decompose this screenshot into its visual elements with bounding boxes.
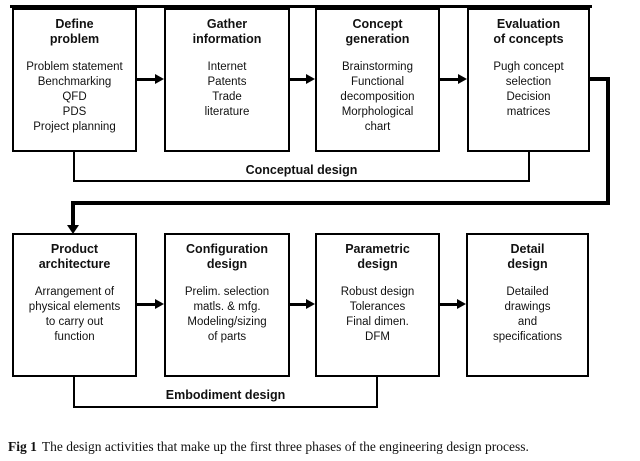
box-title: Configuration design	[186, 242, 268, 271]
arrow-shaft	[440, 78, 459, 81]
bracket-left-line	[73, 152, 75, 182]
flow-box-concept-generation: Concept generation Brainstorming Functio…	[315, 8, 440, 152]
box-title: Concept generation	[345, 17, 410, 46]
arrow-head	[67, 225, 79, 234]
top-border-line	[10, 5, 592, 8]
bracket-left-line	[73, 377, 75, 408]
arrow-head	[457, 299, 466, 309]
feedback-seg-down	[606, 77, 610, 205]
feedback-seg-out	[590, 77, 610, 81]
box-body: Problem statement Benchmarking QFD PDS P…	[26, 61, 123, 133]
box-body: Pugh concept selection Decision matrices	[493, 61, 564, 118]
phase-label-conceptual-design: Conceptual design	[245, 163, 358, 177]
bracket-right-line	[528, 152, 530, 182]
box-body: Prelim. selection matls. & mfg. Modeling…	[184, 286, 270, 343]
arrow-head	[155, 299, 164, 309]
flow-box-parametric-design: Parametric design Robust design Toleranc…	[315, 233, 440, 377]
arrow-shaft	[290, 303, 307, 306]
box-title: Define problem	[49, 17, 100, 46]
box-body: Internet Patents Trade literature	[204, 61, 250, 118]
bracket-right-line	[376, 377, 378, 408]
caption-text: The design activities that make up the f…	[41, 439, 529, 454]
flow-box-configuration-design: Configuration design Prelim. selection m…	[164, 233, 290, 377]
bracket-bottom-line	[73, 406, 378, 408]
flow-box-detail-design: Detail design Detailed drawings and spec…	[466, 233, 589, 377]
flow-box-gather-information: Gather information Internet Patents Trad…	[164, 8, 290, 152]
feedback-seg-across	[71, 201, 610, 205]
box-title: Evaluation of concepts	[493, 17, 564, 46]
box-title: Detail design	[507, 242, 548, 271]
bracket-bottom-line	[73, 180, 530, 182]
flow-box-evaluation-of-concepts: Evaluation of concepts Pugh concept sele…	[467, 8, 590, 152]
arrow-shaft	[440, 303, 458, 306]
arrow-shaft	[290, 78, 307, 81]
box-body: Brainstorming Functional decomposition M…	[340, 61, 415, 133]
arrow-head	[306, 299, 315, 309]
arrow-head	[306, 74, 315, 84]
box-body: Detailed drawings and specifications	[492, 286, 563, 343]
flow-box-define-problem: Define problem Problem statement Benchma…	[12, 8, 137, 152]
box-body: Arrangement of physical elements to carr…	[28, 286, 121, 343]
box-body: Robust design Tolerances Final dimen. DF…	[340, 286, 415, 343]
arrow-shaft	[137, 78, 156, 81]
arrow-shaft	[137, 303, 156, 306]
box-title: Gather information	[192, 17, 262, 46]
phase-label-embodiment-design: Embodiment design	[165, 388, 286, 402]
arrow-head	[458, 74, 467, 84]
box-title: Parametric design	[345, 242, 410, 271]
arrow-head	[155, 74, 164, 84]
box-title: Product architecture	[38, 242, 111, 271]
caption-fig-label: Fig 1	[8, 439, 37, 454]
figure-caption: Fig 1 The design activities that make up …	[8, 438, 636, 455]
feedback-seg-drop	[71, 201, 75, 226]
flow-box-product-architecture: Product architecture Arrangement of phys…	[12, 233, 137, 377]
